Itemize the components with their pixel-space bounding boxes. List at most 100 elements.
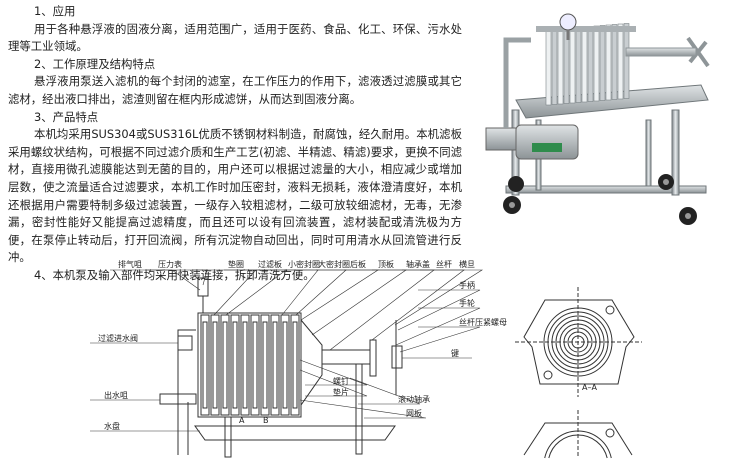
filter-plate xyxy=(280,314,290,416)
filter-plate xyxy=(611,24,618,100)
label-large-seal: 大密封圈 xyxy=(318,259,350,269)
leader-line xyxy=(284,269,347,316)
label-handle: 手柄 xyxy=(459,280,475,290)
filter-plate xyxy=(270,314,280,416)
casters xyxy=(503,174,697,225)
filter-plate xyxy=(545,29,552,106)
structure-diagram: 排气咀 压力表 垫圈 过滤板 小密封圈 大密封圈 后板 顶板 轴承盖 丝杆 横旦… xyxy=(90,259,642,459)
filter-plate xyxy=(557,28,564,105)
product-description: 1、应用 用于各种悬浮液的固液分离，适用范围广，适用于医药、食品、化工、环保、污… xyxy=(8,3,462,285)
section-heading: 1、应用 xyxy=(34,4,76,18)
filter-plate xyxy=(623,23,630,99)
filter-plate xyxy=(260,314,270,416)
filter-plate xyxy=(587,26,594,102)
label-gauge: 压力表 xyxy=(158,259,182,269)
label-screw-rod: 丝杆 xyxy=(436,259,452,269)
outlet-valve xyxy=(159,393,197,405)
leader-line xyxy=(299,359,368,386)
section-heading: 2、工作原理及结构特点 xyxy=(34,56,156,71)
section-heading: 4、本机泵及输入部件均采用快装连接，拆卸清洗方便。 xyxy=(34,267,315,282)
filter-plate xyxy=(230,314,240,416)
label-tray: 水盘 xyxy=(104,421,120,431)
rod-nut xyxy=(391,345,403,369)
leader-line xyxy=(399,326,481,353)
section-body: 用于各种悬浮液的固液分离，适用范围广，适用于医药、食品、化工、环保、污水处理等工… xyxy=(8,21,462,54)
filter-plate xyxy=(250,314,260,416)
inlet-pipe xyxy=(503,37,531,128)
leader-line xyxy=(395,307,481,346)
plate-channel xyxy=(212,321,218,409)
label-rod-nut: 丝杆压紧螺母 xyxy=(459,317,507,327)
filter-plate xyxy=(575,27,582,103)
bolt-hole xyxy=(605,428,615,438)
leader-line xyxy=(300,269,380,321)
label-bearing-cap: 轴承盖 xyxy=(406,259,430,269)
diagram-labels: 排气咀 压力表 垫圈 过滤板 小密封圈 大密封圈 后板 顶板 轴承盖 丝杆 横旦… xyxy=(98,259,597,431)
inlet-pipe xyxy=(177,329,196,455)
leader-line xyxy=(371,269,465,341)
label-gasket: 垫圈 xyxy=(228,259,244,269)
filter-plate xyxy=(581,26,588,103)
label-rear-plate: 后板 xyxy=(350,259,366,269)
section-heading: 3、产品特点 xyxy=(34,109,99,124)
pressure-gauge xyxy=(559,13,577,40)
leg xyxy=(224,416,232,458)
plate-channel xyxy=(282,321,288,409)
leader-line xyxy=(349,377,421,405)
leader-line xyxy=(224,269,287,316)
label-filter-plate: 过滤板 xyxy=(258,259,282,269)
label-inlet-valve: 过滤进水阀 xyxy=(98,333,138,343)
filter-plate xyxy=(200,314,210,416)
filter-plate xyxy=(551,29,558,105)
label-washer: 垫片 xyxy=(333,387,349,397)
leader-line xyxy=(110,269,201,291)
handwheel xyxy=(625,36,710,68)
plate-outline xyxy=(523,299,635,385)
filter-plate xyxy=(290,314,300,416)
filter-plate xyxy=(569,27,576,104)
plate-channel xyxy=(242,321,248,409)
section-body: 悬浮液用泵送入滤机的每个封闭的滤室，在工作压力的作用下，滤液透过滤膜或其它滤材，… xyxy=(8,74,462,106)
label-small-seal: 小密封圈 xyxy=(288,259,320,269)
water-tray xyxy=(194,425,396,441)
pressure-gauge xyxy=(197,277,209,297)
filter-plate xyxy=(593,25,600,102)
label-screw: 螺钉 xyxy=(333,376,349,386)
leader-line xyxy=(397,289,481,331)
label-top-plate: 顶板 xyxy=(378,259,394,269)
label-key: 键 xyxy=(451,348,459,358)
inlet-valve xyxy=(177,335,193,351)
filter-plate xyxy=(240,314,250,416)
label-vent: 排气咀 xyxy=(118,259,142,269)
label-a: A xyxy=(239,416,245,425)
crossbar xyxy=(369,339,377,377)
filter-plate xyxy=(599,25,606,101)
filter-plate xyxy=(210,314,220,416)
filter-plate xyxy=(617,23,624,100)
top-plate xyxy=(300,318,323,407)
label-rolling-bearing: 滚动轴承 xyxy=(398,394,430,404)
product-photo xyxy=(485,13,710,225)
plate-channel xyxy=(292,321,298,409)
screw-rod xyxy=(321,349,371,365)
top-bar xyxy=(536,26,636,32)
filter-plate xyxy=(605,24,612,101)
plate-outline xyxy=(523,422,633,456)
leader-line xyxy=(299,369,368,397)
filter-plate xyxy=(220,314,230,416)
leader-line xyxy=(299,399,427,419)
bolt-hole xyxy=(605,305,615,315)
plate-channel xyxy=(222,321,228,409)
bolt-hole xyxy=(543,370,553,380)
label-crossbar: 横旦 xyxy=(459,259,475,269)
plate-channel xyxy=(272,321,278,409)
leader-line xyxy=(394,269,484,326)
leader-line xyxy=(256,269,319,316)
filter-plates xyxy=(536,23,636,106)
label-outlet: 出水咀 xyxy=(104,390,128,400)
label-handwheel: 手轮 xyxy=(459,298,475,308)
label-b: B xyxy=(263,416,269,425)
label-section: A–A xyxy=(582,383,597,392)
label-mesh-plate: 网板 xyxy=(406,408,422,418)
pump xyxy=(485,124,579,160)
